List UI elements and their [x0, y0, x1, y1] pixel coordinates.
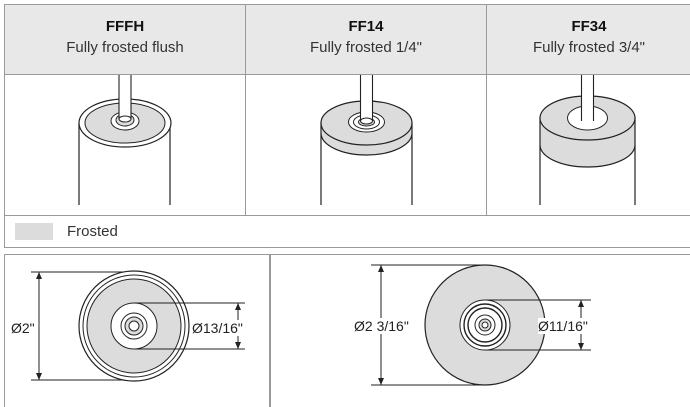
illustration-row [5, 75, 690, 216]
fixture-three-quarter-inch-illustration [539, 75, 636, 205]
variant-code: FFFH [105, 18, 145, 35]
outer-diameter-label: Ø2 3/16" [354, 318, 409, 334]
fixture-flush-illustration [78, 75, 172, 205]
variant-description: Fully frosted 3/4" [532, 39, 646, 56]
variant-code: FF34 [571, 18, 607, 35]
variant-table: FFFH Fully frosted flush FF14 Fully fros… [4, 4, 690, 248]
header-cell-ff14: FF14 Fully frosted 1/4" [245, 5, 486, 74]
dimension-panel-flush: Ø2" Ø13/16" [4, 254, 270, 407]
header-cell-ff34: FF34 Fully frosted 3/4" [486, 5, 690, 74]
dimension-panel-trim: Ø2 3/16" Ø11/16" [270, 254, 690, 407]
illustration-ff14 [245, 75, 486, 216]
header-cell-fffh: FFFH Fully frosted flush [5, 5, 245, 74]
inner-diameter-label: Ø11/16" [538, 318, 588, 334]
trim-dimension-drawing [371, 264, 591, 386]
outer-diameter-label: Ø2" [11, 320, 35, 336]
inner-diameter-label: Ø13/16" [192, 320, 243, 336]
variant-code: FF14 [348, 18, 384, 35]
frosted-swatch [15, 223, 53, 240]
illustration-fffh [5, 75, 245, 216]
header-row: FFFH Fully frosted flush FF14 Fully fros… [5, 5, 690, 75]
fixture-quarter-inch-illustration [320, 75, 413, 205]
variant-description: Fully frosted flush [66, 39, 184, 56]
legend: Frosted [5, 216, 690, 248]
illustration-ff34 [486, 75, 690, 216]
flush-trim-dimension-drawing [31, 270, 245, 382]
variant-description: Fully frosted 1/4" [309, 39, 423, 56]
legend-label: Frosted [67, 223, 118, 240]
